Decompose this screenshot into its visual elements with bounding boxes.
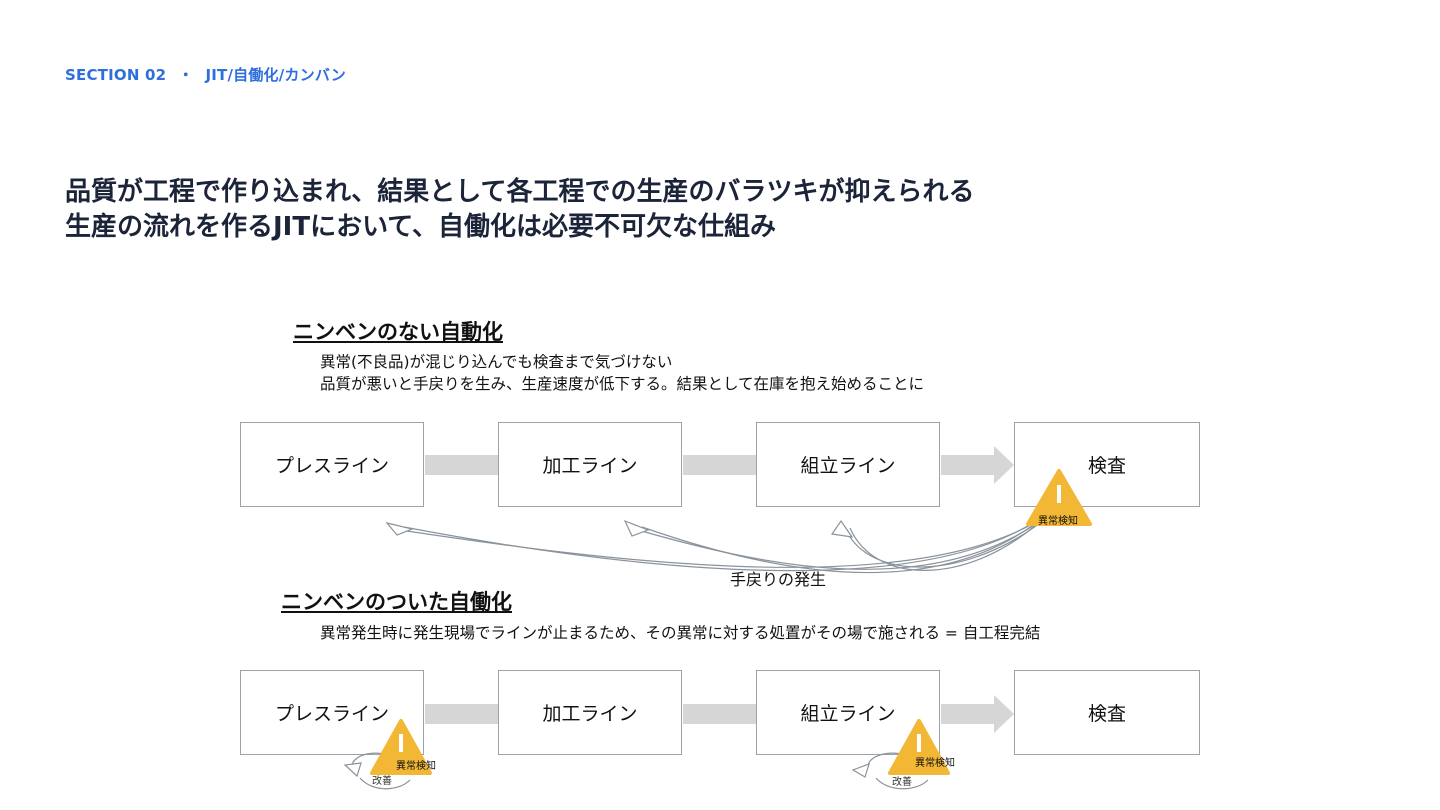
rework-arrowhead-assembly: [830, 519, 854, 538]
warning-label-detect: 異常検知: [1038, 516, 1078, 527]
step-label: 組立ライン: [800, 703, 896, 725]
step-label: プレスライン: [274, 455, 389, 477]
improve-label-assembly: 改善: [892, 777, 912, 788]
section-separator: ・: [178, 66, 194, 84]
flow-arrow-6: [941, 695, 1014, 733]
section-topic: JIT/自働化/カンバン: [205, 66, 346, 84]
step-press-line: プレスライン: [240, 422, 424, 507]
step-label: プレスライン: [274, 703, 389, 725]
step-press-line-2: プレスライン: [240, 670, 424, 755]
without-ninben-desc-1: 異常(不良品)が混じり込んでも検査まで気づけない: [320, 353, 673, 371]
rework-curve-machining: [637, 523, 1037, 570]
step-machining-line: 加工ライン: [498, 422, 682, 507]
without-ninben-desc-2: 品質が悪いと手戻りを生み、生産速度が低下する。結果として在庫を抱え始めることに: [320, 375, 925, 393]
rework-arrowhead-machining: [623, 519, 650, 537]
rework-curve-assembly: [845, 525, 1037, 568]
headline-line-2: 生産の流れを作るJITにおいて、自働化は必要不可欠な仕組み: [65, 212, 777, 242]
with-ninben-title: ニンベンのついた自働化: [281, 590, 512, 614]
section-number: SECTION 02: [65, 66, 167, 84]
step-label: 加工ライン: [542, 455, 638, 477]
warning-label-assembly: 異常検知: [915, 758, 955, 769]
flow-bar-1: [425, 455, 498, 475]
flow-arrow-3: [941, 446, 1014, 484]
rework-label: 手戻りの発生: [730, 570, 827, 589]
rework-curve-press: [399, 521, 1037, 568]
warning-icon: [370, 719, 432, 775]
rework-arrowhead-press: [385, 521, 414, 536]
with-ninben-desc: 異常発生時に発生現場でラインが止まるため、その異常に対する処置がその場で施される…: [320, 624, 1041, 642]
flow-bar-4: [425, 704, 498, 724]
warning-icon: [888, 719, 950, 775]
page-headline: 品質が工程で作り込まれ、結果として各工程での生産のバラツキが抑えられる 生産の流…: [65, 175, 974, 245]
section-label: SECTION 02 ・ JIT/自働化/カンバン: [65, 64, 346, 85]
step-machining-line-2: 加工ライン: [498, 670, 682, 755]
step-label: 組立ライン: [800, 455, 896, 477]
warning-label-press: 異常検知: [396, 761, 436, 772]
headline-line-1: 品質が工程で作り込まれ、結果として各工程での生産のバラツキが抑えられる: [65, 177, 975, 207]
step-label: 検査: [1087, 703, 1126, 725]
without-ninben-title: ニンベンのない自動化: [293, 320, 503, 344]
step-inspection-2: 検査: [1014, 670, 1200, 755]
improve-label-press: 改善: [372, 776, 392, 787]
step-label: 加工ライン: [542, 703, 638, 725]
step-assembly-line: 組立ライン: [756, 422, 940, 507]
flow-bar-2: [683, 455, 756, 475]
step-label: 検査: [1087, 455, 1126, 477]
flow-bar-5: [683, 704, 756, 724]
warning-icon: [1026, 469, 1092, 526]
